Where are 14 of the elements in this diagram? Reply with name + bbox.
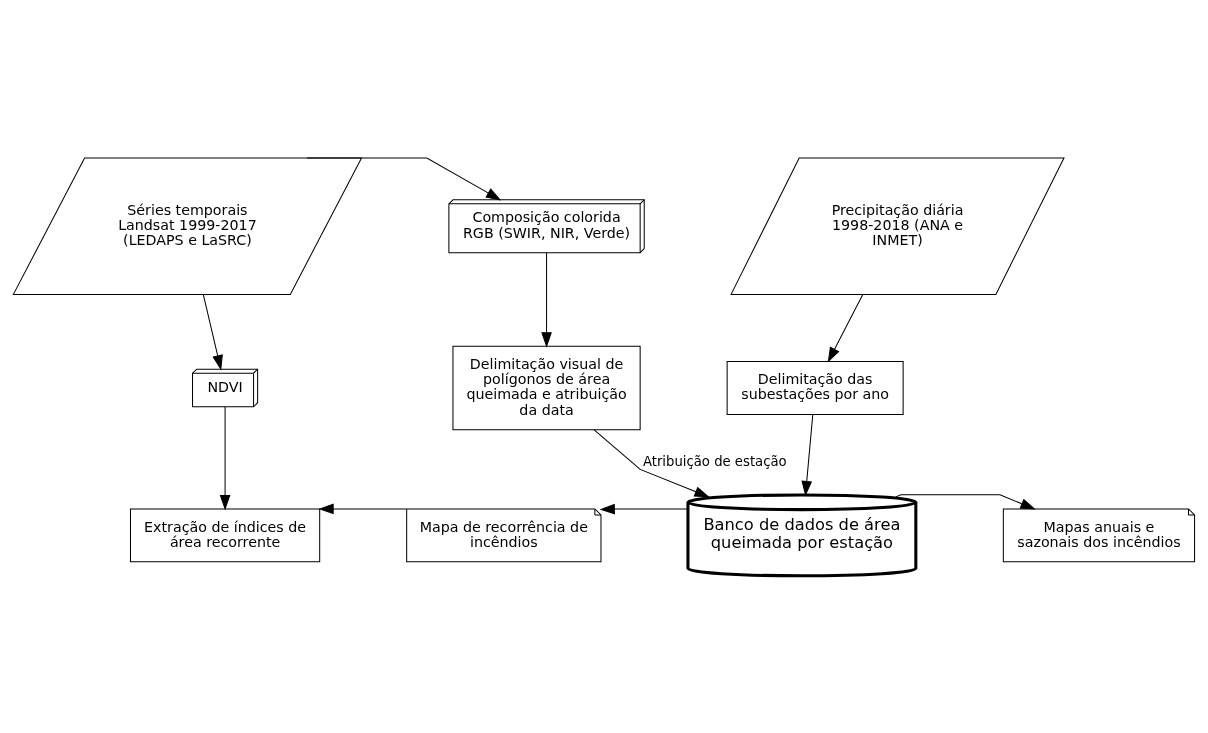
arrow xyxy=(801,413,814,496)
arrow xyxy=(202,293,223,370)
edge-label: Atribuição de estação xyxy=(642,453,787,469)
node-box: Extração de índices de área recorrente xyxy=(129,507,321,562)
arrow xyxy=(599,503,689,514)
arrow xyxy=(827,293,864,363)
arrow xyxy=(541,251,552,348)
arrow xyxy=(895,493,1036,509)
arrow xyxy=(219,405,231,510)
node-box: Delimitação das subestações por ano xyxy=(726,360,904,415)
arrow xyxy=(306,157,502,200)
arrow xyxy=(318,503,407,514)
arrow xyxy=(593,428,710,497)
node-box: Delimitação visual de polígonos de área queimada e atribuição da data xyxy=(452,345,641,430)
